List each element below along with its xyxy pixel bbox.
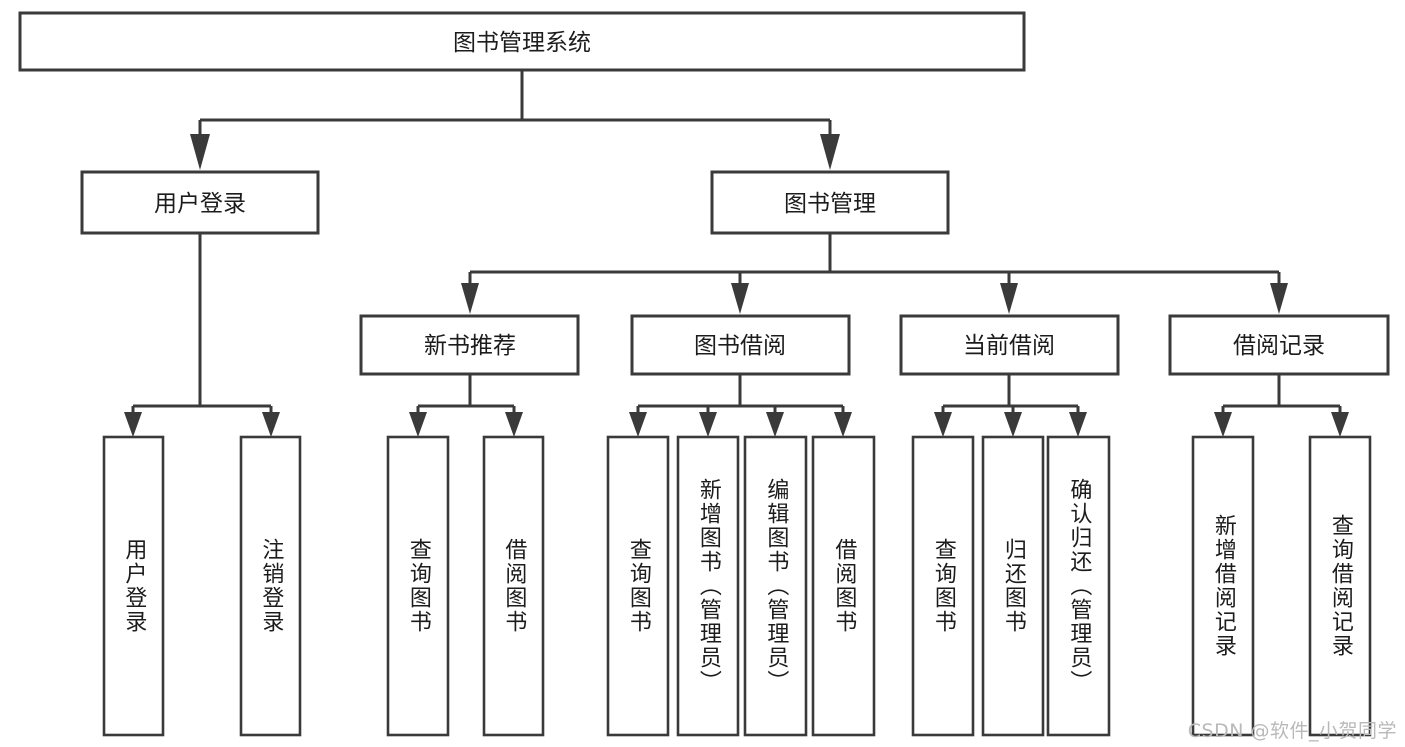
arrow-head-leaf-user-login [124,412,142,437]
node-user-login-label: 用户登录 [154,191,246,217]
leaf-box-query-book-2[interactable] [606,435,670,737]
arrow-head-book-borrow [731,283,749,314]
node-current-borrow-box[interactable] [899,314,1120,376]
leaf-box-add-book[interactable] [676,435,740,737]
connector-bookmanage-to-level3 [461,233,1288,314]
connector-bookborrow-to-leaves [629,374,852,437]
connector-newbook-to-leaves [409,374,523,437]
node-book-manage[interactable]: 图书管理 [710,170,950,235]
node-new-book-recommend-box[interactable] [359,314,580,376]
arrow-head-leaf-borrow-book-1 [505,412,523,437]
leaf-box-query-record[interactable] [1308,435,1372,737]
leaf-box-query-book-1[interactable] [386,435,450,737]
arrow-head-leaf-query-book-3 [934,412,952,437]
node-root-box[interactable] [18,11,1026,72]
leaf-box-borrow-book-1[interactable] [482,435,545,737]
node-book-manage-box[interactable] [710,170,950,235]
arrow-head-leaf-return-book [1004,412,1022,437]
leaf-box-query-book-3[interactable] [911,435,975,737]
node-new-book-recommend-label: 新书推荐 [424,333,516,359]
connector-borrowrecord-to-leaves [1214,374,1349,437]
arrow-head-current-borrow [1000,283,1018,314]
node-current-borrow-label: 当前借阅 [963,333,1055,359]
leaf-box-add-record[interactable] [1191,435,1255,737]
node-book-manage-label: 图书管理 [784,191,876,217]
node-book-borrow-label: 图书借阅 [694,333,786,359]
node-borrow-record[interactable]: 借阅记录 [1168,314,1390,376]
connector-root-to-level2 [190,70,840,170]
node-new-book-recommend[interactable]: 新书推荐 [359,314,580,376]
leaf-box-user-login[interactable] [102,435,165,737]
arrow-head-leaf-query-record [1331,412,1349,437]
connector-userlogin-to-leaves [124,233,280,437]
node-borrow-record-label: 借阅记录 [1233,333,1325,359]
node-current-borrow[interactable]: 当前借阅 [899,314,1120,376]
arrow-head-user-login [190,134,210,170]
leaf-box-logout-login[interactable] [239,435,302,737]
node-borrow-record-box[interactable] [1168,314,1390,376]
node-root[interactable]: 图书管理系统 [18,11,1026,72]
node-book-borrow-box[interactable] [630,314,851,376]
arrow-head-leaf-add-record [1214,412,1232,437]
node-book-borrow[interactable]: 图书借阅 [630,314,851,376]
arrow-head-borrow-record [1270,283,1288,314]
arrow-head-leaf-edit-book [766,412,784,437]
arrow-head-leaf-query-book-2 [629,412,647,437]
arrow-head-leaf-confirm-return [1069,412,1087,437]
leaf-box-borrow-book-2[interactable] [811,435,876,737]
arrow-head-new-book-recommend [461,283,479,314]
arrow-head-leaf-borrow-book-2 [834,412,852,437]
arrow-head-leaf-add-book [699,412,717,437]
leaf-box-confirm-return[interactable] [1046,435,1111,737]
arrow-head-book-manage [820,134,840,170]
node-user-login[interactable]: 用户登录 [80,170,320,235]
leaf-box-return-book[interactable] [981,435,1045,737]
leaf-boxes [102,435,1372,737]
node-root-label: 图书管理系统 [453,30,591,56]
connector-currentborrow-to-leaves [934,374,1087,437]
leaf-box-edit-book[interactable] [743,435,808,737]
csdn-watermark: CSDN @软件_小贺同学 [1187,720,1397,742]
arrow-head-leaf-logout-login [262,412,280,437]
arrow-head-leaf-query-book-1 [409,412,427,437]
